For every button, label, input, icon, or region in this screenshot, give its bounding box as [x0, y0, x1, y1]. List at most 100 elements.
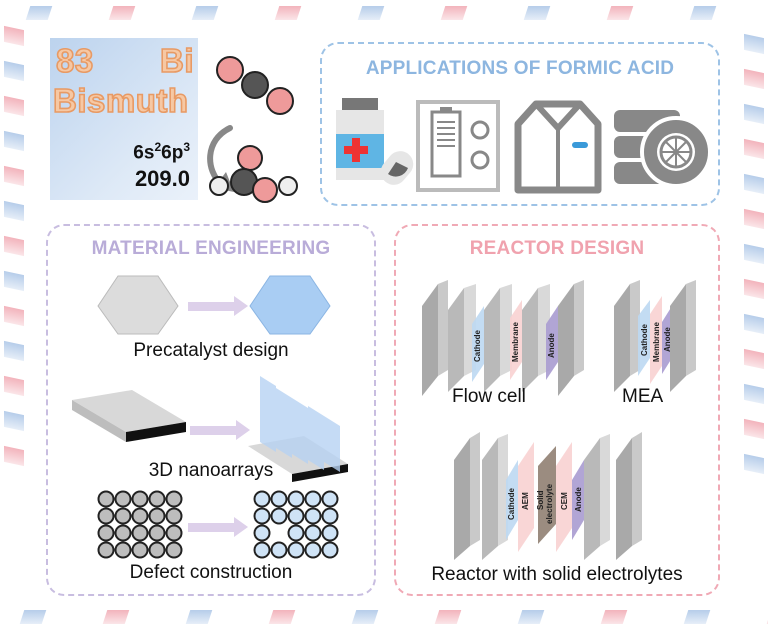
atom-icon	[321, 541, 339, 559]
airmail-stripe	[744, 313, 764, 335]
atom-icon	[270, 490, 288, 508]
atom-icon	[114, 524, 132, 542]
cathode-layer	[638, 300, 650, 376]
airmail-stripe	[744, 383, 764, 405]
airmail-stripe	[108, 6, 136, 20]
airmail-stripe	[25, 6, 53, 20]
airmail-stripe	[744, 278, 764, 300]
atom-icon	[287, 524, 305, 542]
reactor-design-title: REACTOR DESIGN	[469, 238, 645, 259]
airmail-stripe	[683, 610, 711, 624]
atom-icon	[287, 507, 305, 525]
flow-plate-icon	[522, 284, 550, 392]
airmail-stripe	[19, 610, 47, 624]
pristine-lattice-icon	[97, 490, 183, 559]
cathode-layer	[472, 306, 484, 382]
airmail-stripe	[744, 103, 764, 125]
atom-icon	[148, 524, 166, 542]
airmail-stripe	[744, 68, 764, 90]
applications-icons	[336, 98, 712, 194]
airmail-stripe	[4, 270, 24, 292]
solid-electrolyte-layer	[538, 446, 556, 544]
precatalyst-hexagon-icon	[97, 275, 179, 335]
atom-icon	[165, 541, 183, 559]
precatalyst-caption: Precatalyst design	[133, 340, 289, 361]
atom-icon	[97, 541, 115, 559]
airmail-stripe	[606, 6, 634, 20]
atom-icon	[253, 524, 271, 542]
atom-icon	[321, 490, 339, 508]
flow-cell-diagram: Cathode Membrane Anode	[422, 280, 584, 396]
airmail-stripe	[4, 130, 24, 152]
nanoarrays-caption: 3D nanoarrays	[148, 460, 274, 481]
end-plate-icon	[422, 280, 448, 396]
layer-label: CEM	[560, 492, 569, 510]
atom-icon	[148, 507, 166, 525]
atom-icon	[165, 507, 183, 525]
transform-arrow-icon	[188, 296, 248, 316]
atom-icon	[97, 524, 115, 542]
atom-icon	[287, 541, 305, 559]
airmail-stripe	[744, 418, 764, 440]
atom-icon	[304, 507, 322, 525]
atom-icon	[114, 541, 132, 559]
airmail-stripe	[4, 410, 24, 432]
layer-label: AEM	[521, 492, 530, 510]
layer-label: Anode	[663, 327, 672, 352]
anode-layer	[572, 460, 584, 540]
atom-icon	[97, 507, 115, 525]
atomic-number: 83	[55, 41, 94, 80]
atom-icon	[321, 524, 339, 542]
airmail-stripe	[440, 6, 468, 20]
airmail-stripe	[357, 6, 385, 20]
airmail-stripe	[744, 33, 764, 55]
airmail-stripe	[600, 610, 628, 624]
atom-icon	[114, 507, 132, 525]
transform-arrow-icon	[190, 420, 250, 440]
tire-icon	[614, 110, 712, 188]
airmail-stripe	[4, 25, 24, 47]
airmail-stripe	[191, 6, 219, 20]
atom-icon	[253, 507, 271, 525]
airmail-stripe	[523, 6, 551, 20]
layer-label: Solid	[536, 490, 545, 510]
atom-icon	[131, 507, 149, 525]
airmail-stripe	[4, 165, 24, 187]
substrate-slab-icon	[72, 390, 186, 442]
airmail-stripe	[744, 138, 764, 160]
atom-icon	[131, 524, 149, 542]
airmail-stripe	[517, 610, 545, 624]
atom-icon	[131, 490, 149, 508]
atom-icon	[131, 541, 149, 559]
atom-icon	[253, 541, 271, 559]
atom-icon	[321, 507, 339, 525]
defect-construction-diagram	[97, 490, 339, 559]
layer-label: Anode	[574, 487, 583, 512]
atom-icon	[148, 541, 166, 559]
end-plate-icon	[454, 432, 480, 560]
airmail-stripe	[268, 610, 296, 624]
atom-icon	[270, 541, 288, 559]
layer-label: Anode	[547, 333, 556, 358]
airmail-stripe	[744, 453, 764, 475]
applications-title: APPLICATIONS OF FORMIC ACID	[365, 58, 675, 79]
atom-icon	[165, 524, 183, 542]
airmail-stripe	[434, 610, 462, 624]
flow-plate-icon	[584, 434, 610, 560]
catalyst-hexagon-icon	[249, 275, 331, 335]
airmail-stripe	[4, 60, 24, 82]
layer-label: Cathode	[473, 329, 482, 362]
airmail-stripe	[351, 610, 379, 624]
atom-icon	[253, 490, 271, 508]
element-symbol: Bi	[159, 41, 194, 80]
airmail-stripe	[185, 610, 213, 624]
element-name: Bismuth	[52, 81, 189, 120]
atom-icon	[165, 490, 183, 508]
end-plate-icon	[670, 280, 696, 392]
electron-configuration: 6s26p3	[133, 140, 190, 164]
flow-plate-icon	[484, 284, 512, 392]
reactor-design-panel: REACTOR DESIGN Cathode Membrane Anode Fl…	[394, 224, 720, 596]
airmail-stripe	[4, 235, 24, 257]
defect-caption: Defect construction	[129, 562, 293, 583]
airmail-stripe	[744, 348, 764, 370]
